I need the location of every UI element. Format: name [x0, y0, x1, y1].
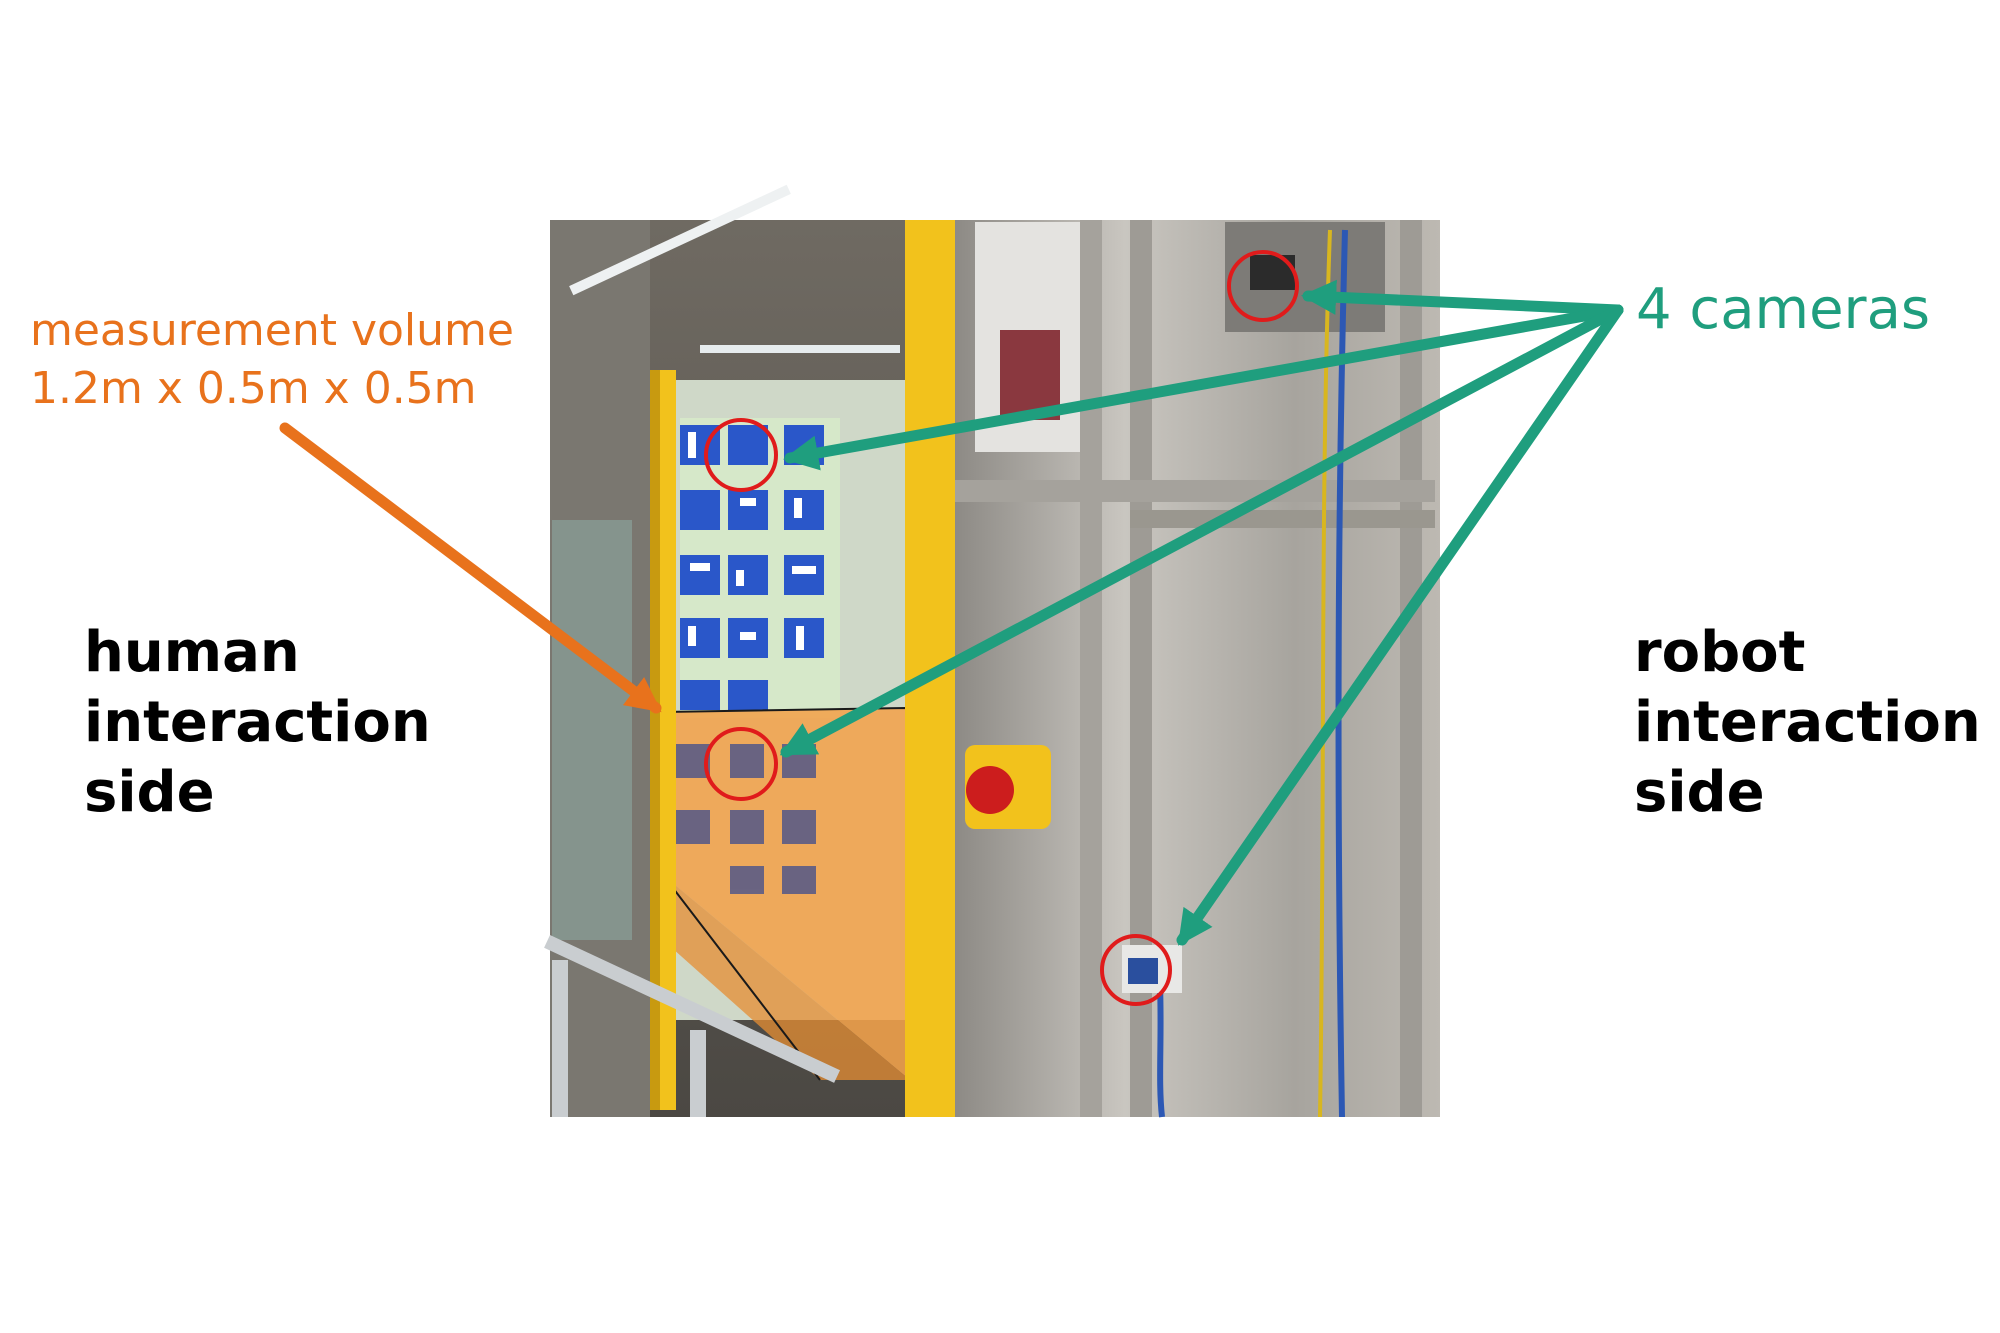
measurement-volume-title: measurement volume	[30, 305, 514, 356]
fiducial-marker	[680, 490, 720, 530]
fiducial-marker	[782, 810, 816, 844]
photo	[544, 184, 1440, 1118]
fiducial-marker	[784, 490, 824, 530]
camera-arrow	[783, 304, 1624, 471]
measurement-volume-dimensions: 1.2m x 0.5m x 0.5m	[30, 363, 477, 414]
frame-profile	[1400, 220, 1422, 1117]
frame-profile	[1080, 220, 1102, 1117]
robot-side-line: robot	[1634, 620, 1806, 685]
camera-highlight-circle	[1100, 934, 1172, 1006]
fiducial-marker	[680, 555, 720, 595]
camera-arrow	[779, 304, 1624, 758]
fiducial-marker	[730, 866, 764, 894]
human-side-line: interaction	[84, 690, 431, 755]
robot-side-line: interaction	[1634, 690, 1981, 755]
human-interaction-side-label: human interaction side	[84, 618, 431, 828]
measurement-volume-label: measurement volume 1.2m x 0.5m x 0.5m	[30, 302, 514, 418]
emergency-stop-button	[966, 766, 1014, 814]
camera-arrow	[1300, 279, 1624, 316]
lower-camera-body	[1128, 958, 1158, 984]
fiducial-marker	[782, 866, 816, 894]
fiducial-marker	[728, 680, 768, 710]
camera-highlight-circle	[1227, 250, 1299, 322]
table-rail	[690, 1030, 706, 1117]
table-rail	[552, 960, 568, 1117]
ceiling-light	[569, 184, 791, 296]
fiducial-pattern	[796, 626, 804, 650]
cable-yellow	[1318, 229, 1332, 1118]
table-rail	[544, 935, 841, 1083]
frame-profile	[955, 480, 1435, 502]
marker-board	[680, 418, 840, 718]
fiducial-marker	[728, 555, 768, 595]
cameras-label: 4 cameras	[1636, 277, 1931, 342]
stacked-boxes	[552, 520, 632, 940]
robot-interaction-side-label: robot interaction side	[1634, 618, 1981, 828]
fiducial-marker	[680, 680, 720, 710]
fiducial-marker	[728, 490, 768, 530]
camera-body	[1250, 255, 1295, 290]
fiducial-pattern	[794, 498, 802, 518]
measurement-volume-floor	[663, 875, 910, 1080]
frame-profile	[1130, 220, 1152, 1117]
fiducial-pattern	[740, 498, 756, 506]
camera-arrow	[1176, 304, 1624, 946]
fiducial-marker	[676, 810, 710, 844]
robot-side-line: side	[1634, 760, 1765, 825]
cable-blue	[1335, 229, 1348, 1118]
fiducial-pattern	[792, 566, 816, 574]
logo-plate	[1000, 330, 1060, 420]
cable-blue-lower	[1157, 984, 1165, 1118]
ceiling-light	[700, 345, 900, 353]
camera-highlight-circle	[704, 727, 778, 801]
yellow-frame-rail	[650, 370, 660, 1110]
fiducial-marker	[730, 810, 764, 844]
fiducial-marker	[680, 618, 720, 658]
fiducial-pattern	[688, 432, 696, 458]
fiducial-pattern	[688, 626, 696, 646]
camera-highlight-circle	[704, 418, 778, 492]
fiducial-marker	[784, 555, 824, 595]
human-side-line: side	[84, 760, 215, 825]
fiducial-pattern	[690, 563, 710, 571]
fiducial-marker	[730, 744, 764, 778]
fiducial-pattern	[736, 570, 744, 586]
measurement-volume-arrow	[279, 422, 662, 714]
frame-profile	[1130, 510, 1435, 528]
measurement-volume	[662, 706, 911, 1081]
fiducial-pattern	[740, 632, 756, 640]
fiducial-marker	[728, 425, 768, 465]
human-side-line: human	[84, 620, 300, 685]
